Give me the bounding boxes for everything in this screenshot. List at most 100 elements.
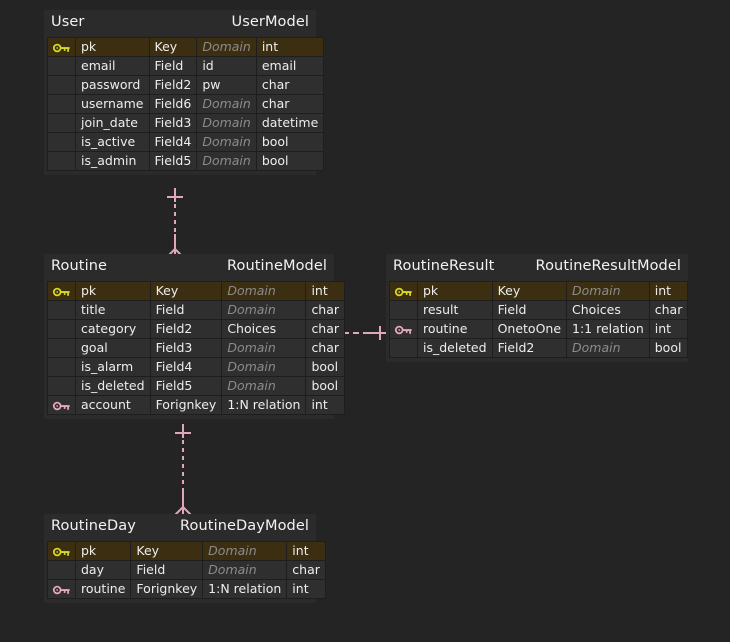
entity-user-model: UserModel — [231, 14, 309, 30]
column-domain: Domain — [222, 301, 306, 319]
no-key-cell — [390, 301, 417, 319]
column-name: pk — [76, 38, 149, 56]
column-name: join_date — [76, 114, 149, 132]
column-domain: Domain — [222, 358, 306, 376]
column-name: is_alarm — [76, 358, 150, 376]
column-type: bool — [256, 133, 324, 151]
primary-key-icon-cell — [48, 282, 75, 300]
column-domain: Choices — [567, 301, 649, 319]
column-type: bool — [649, 339, 688, 357]
column-name: pk — [418, 282, 492, 300]
no-key-cell — [48, 320, 75, 338]
column-domain: Domain — [203, 561, 287, 579]
column-field: Key — [150, 282, 222, 300]
column-type: char — [306, 320, 345, 338]
column-name: username — [76, 95, 149, 113]
column-domain: Domain — [222, 339, 306, 357]
column-name: title — [76, 301, 150, 319]
column-domain: 1:N relation — [203, 580, 287, 598]
column-name: routine — [418, 320, 492, 338]
column-name: day — [76, 561, 131, 579]
column-name: result — [418, 301, 492, 319]
column-domain: 1:N relation — [222, 396, 306, 414]
column-domain: Choices — [222, 320, 306, 338]
no-key-cell — [48, 114, 75, 132]
column-domain: Domain — [197, 38, 256, 56]
no-key-cell — [48, 358, 75, 376]
column-domain: 1:1 relation — [567, 320, 649, 338]
no-key-cell — [48, 301, 75, 319]
entity-routine-model: RoutineModel — [226, 258, 327, 274]
no-key-cell — [48, 133, 75, 151]
primary-key-icon-cell — [390, 282, 417, 300]
key-icon — [52, 585, 70, 595]
column-domain: id — [197, 57, 256, 75]
key-icon — [52, 43, 70, 53]
column-type: int — [287, 542, 325, 560]
entity-routineday-title: RoutineDay — [51, 518, 136, 534]
column-field: Field2 — [492, 339, 567, 357]
column-name: password — [76, 76, 149, 94]
column-name: email — [76, 57, 149, 75]
column-name: is_admin — [76, 152, 149, 170]
column-field: Field3 — [150, 339, 222, 357]
column-field: Field2 — [150, 320, 222, 338]
column-type: bool — [306, 358, 345, 376]
column-type: char — [256, 76, 324, 94]
column-name: routine — [76, 580, 131, 598]
primary-key-icon-cell — [48, 542, 75, 560]
column-domain: Domain — [197, 152, 256, 170]
column-type: datetime — [256, 114, 324, 132]
column-field: Field5 — [150, 377, 222, 395]
column-name: category — [76, 320, 150, 338]
entity-routine-title: Routine — [51, 258, 108, 274]
column-type: int — [306, 282, 345, 300]
column-type: char — [306, 301, 345, 319]
key-icon — [52, 547, 70, 557]
column-type: char — [649, 301, 688, 319]
relation-routine-routineday[interactable] — [168, 422, 198, 516]
entity-routineday-model: RoutineDayModel — [180, 518, 309, 534]
column-type: int — [287, 580, 325, 598]
column-domain: Domain — [222, 377, 306, 395]
column-type: int — [649, 320, 688, 338]
crowsfoot-right — [182, 506, 192, 516]
column-type: int — [649, 282, 688, 300]
relation-user-routine[interactable] — [160, 186, 190, 258]
key-icon — [394, 325, 412, 335]
foreign-key-icon-cell — [48, 580, 75, 598]
entity-user-header: User UserModel — [44, 10, 316, 37]
column-name: pk — [76, 282, 150, 300]
column-field: Field — [492, 301, 567, 319]
primary-key-icon-cell — [48, 38, 75, 56]
column-field: Field — [149, 57, 197, 75]
